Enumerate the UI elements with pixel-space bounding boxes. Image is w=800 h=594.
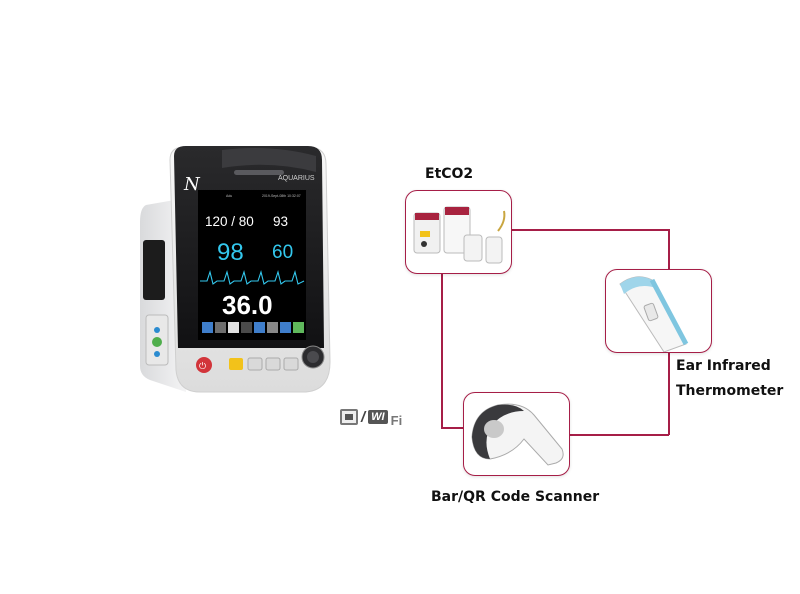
- pulse-value: 60: [272, 242, 293, 263]
- thermometer-label-line2: Thermometer: [676, 383, 784, 399]
- screen-menu-icon[interactable]: [228, 322, 239, 333]
- etco2-device-box[interactable]: [405, 190, 512, 274]
- connector-line: [512, 229, 669, 231]
- thermometer-label-line1: Ear Infrared: [676, 358, 771, 374]
- screen-menu-icon[interactable]: [215, 322, 226, 333]
- screen-menu-icon[interactable]: [254, 322, 265, 333]
- power-button[interactable]: [196, 357, 212, 373]
- scanner-label: Bar/QR Code Scanner: [431, 489, 600, 505]
- wifi-icon: WI: [368, 410, 388, 424]
- bp-value: 120 / 80: [205, 214, 254, 229]
- pleth-waveform: [200, 270, 305, 285]
- connector-line: [570, 434, 669, 436]
- freeze-button[interactable]: [265, 357, 281, 371]
- connector-line: [668, 352, 670, 435]
- thermometer-device-box[interactable]: [605, 269, 712, 353]
- menu-button[interactable]: [283, 357, 299, 371]
- etco2-sensor-icon: [413, 206, 506, 264]
- ethernet-icon: [340, 409, 358, 425]
- separator: /: [361, 408, 366, 426]
- screen-menu-icons: [202, 322, 304, 333]
- spo2-value: 98: [217, 239, 244, 266]
- side-handle-slot: [143, 240, 165, 300]
- brand-name: AQUARIUS: [278, 175, 315, 182]
- connectivity-icons: / WI Fi: [340, 405, 402, 429]
- status-bar-left: Adu: [226, 194, 232, 198]
- ear-thermometer-icon: [619, 276, 689, 352]
- connector-line: [441, 272, 443, 428]
- scanner-device-box[interactable]: [463, 392, 570, 476]
- etco2-label: EtCO2: [425, 166, 474, 182]
- connector-line: [441, 427, 463, 429]
- power-icon: ⏻: [199, 361, 206, 372]
- screen-menu-icon[interactable]: [267, 322, 278, 333]
- wifi-suffix: Fi: [390, 412, 403, 428]
- bp-mean-value: 93: [273, 214, 288, 229]
- screen-menu-icon[interactable]: [202, 322, 213, 333]
- side-connector-green: [152, 337, 162, 347]
- screen-menu-icon[interactable]: [293, 322, 304, 333]
- alarm-silence-button[interactable]: [229, 358, 243, 370]
- brand-logo-icon: N: [183, 174, 201, 195]
- status-light-bar: [234, 170, 284, 175]
- status-bar-datetime: 2019-Sept-08th 10:32:07: [262, 194, 301, 198]
- temperature-value: 36.0: [222, 290, 273, 320]
- barcode-scanner-icon: [471, 403, 564, 466]
- screen-menu-icon[interactable]: [241, 322, 252, 333]
- nibp-button[interactable]: [247, 357, 263, 371]
- screen-menu-icon[interactable]: [280, 322, 291, 333]
- monitor-screen: [198, 190, 306, 340]
- connector-line: [668, 229, 670, 271]
